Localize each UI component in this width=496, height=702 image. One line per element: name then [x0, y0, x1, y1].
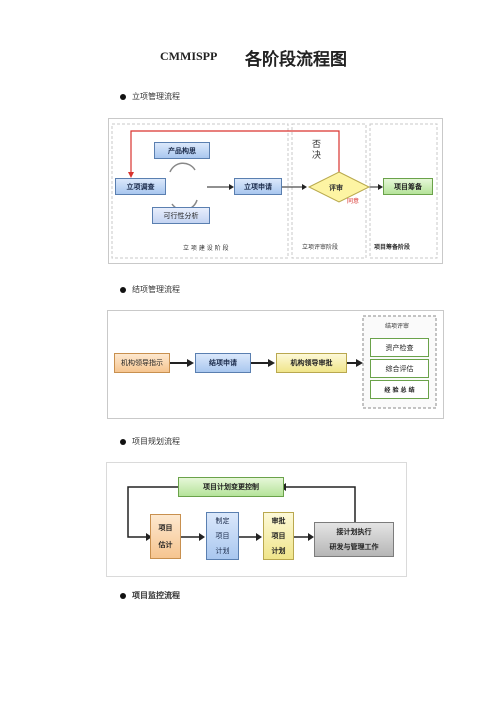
doc-title: 各阶段流程图: [245, 50, 347, 70]
reject-label: 否决: [312, 140, 322, 161]
section-bullet-closure: 结项管理流程: [120, 284, 180, 295]
bullet-dot-icon: [120, 94, 126, 100]
box-initiation-request: 立项申请: [234, 178, 282, 195]
box-plan-change-control: 项目计划变更控制: [178, 477, 284, 497]
section-bullet-initiation: 立项管理流程: [120, 91, 180, 102]
section-bullet-monitoring: 项目监控流程: [120, 590, 180, 601]
review-item-assessment: 综合评估: [370, 359, 429, 378]
box-product-concept: 产品构思: [154, 142, 210, 159]
review-item-asset-check: 资产检查: [370, 338, 429, 357]
box-feasibility-analysis: 可行性分析: [152, 207, 210, 224]
stage-label-review: 立项评审阶段: [302, 244, 339, 251]
box-execute-plan: 接计划执行 研发与管理工作: [314, 522, 394, 557]
box-leadership-directive: 机构领导指示: [114, 353, 170, 373]
box-closure-request: 结项申请: [195, 353, 251, 373]
box-make-plan: 制定 项目 计划: [206, 512, 239, 560]
bullet-dot-icon: [120, 439, 126, 445]
cycle-arrow-icon: [169, 162, 196, 173]
review-diamond: [307, 171, 371, 203]
box-initiation-survey: 立项调查: [115, 178, 166, 195]
stage-label-preparation: 项目筹备阶段: [374, 244, 411, 251]
box-project-preparation: 项目筹备: [383, 178, 433, 195]
section-bullet-planning: 项目规划流程: [120, 436, 180, 447]
review-item-lessons: 经 验 总 结: [370, 380, 429, 399]
review-label: 评审: [329, 184, 343, 192]
bullet-dot-icon: [120, 287, 126, 293]
box-project-estimation: 项目 估计: [150, 514, 181, 559]
agree-label: 同意: [347, 198, 360, 205]
stage-label-build: 立 项 建 设 阶 段: [183, 245, 229, 252]
bullet-dot-icon: [120, 592, 126, 599]
box-approve-plan: 审批 项目 计划: [263, 512, 294, 560]
box-leadership-approval: 机构领导审批: [276, 353, 347, 373]
closure-review-title: 结项评审: [385, 323, 410, 330]
doc-title-prefix: CMMISPP: [160, 49, 218, 63]
